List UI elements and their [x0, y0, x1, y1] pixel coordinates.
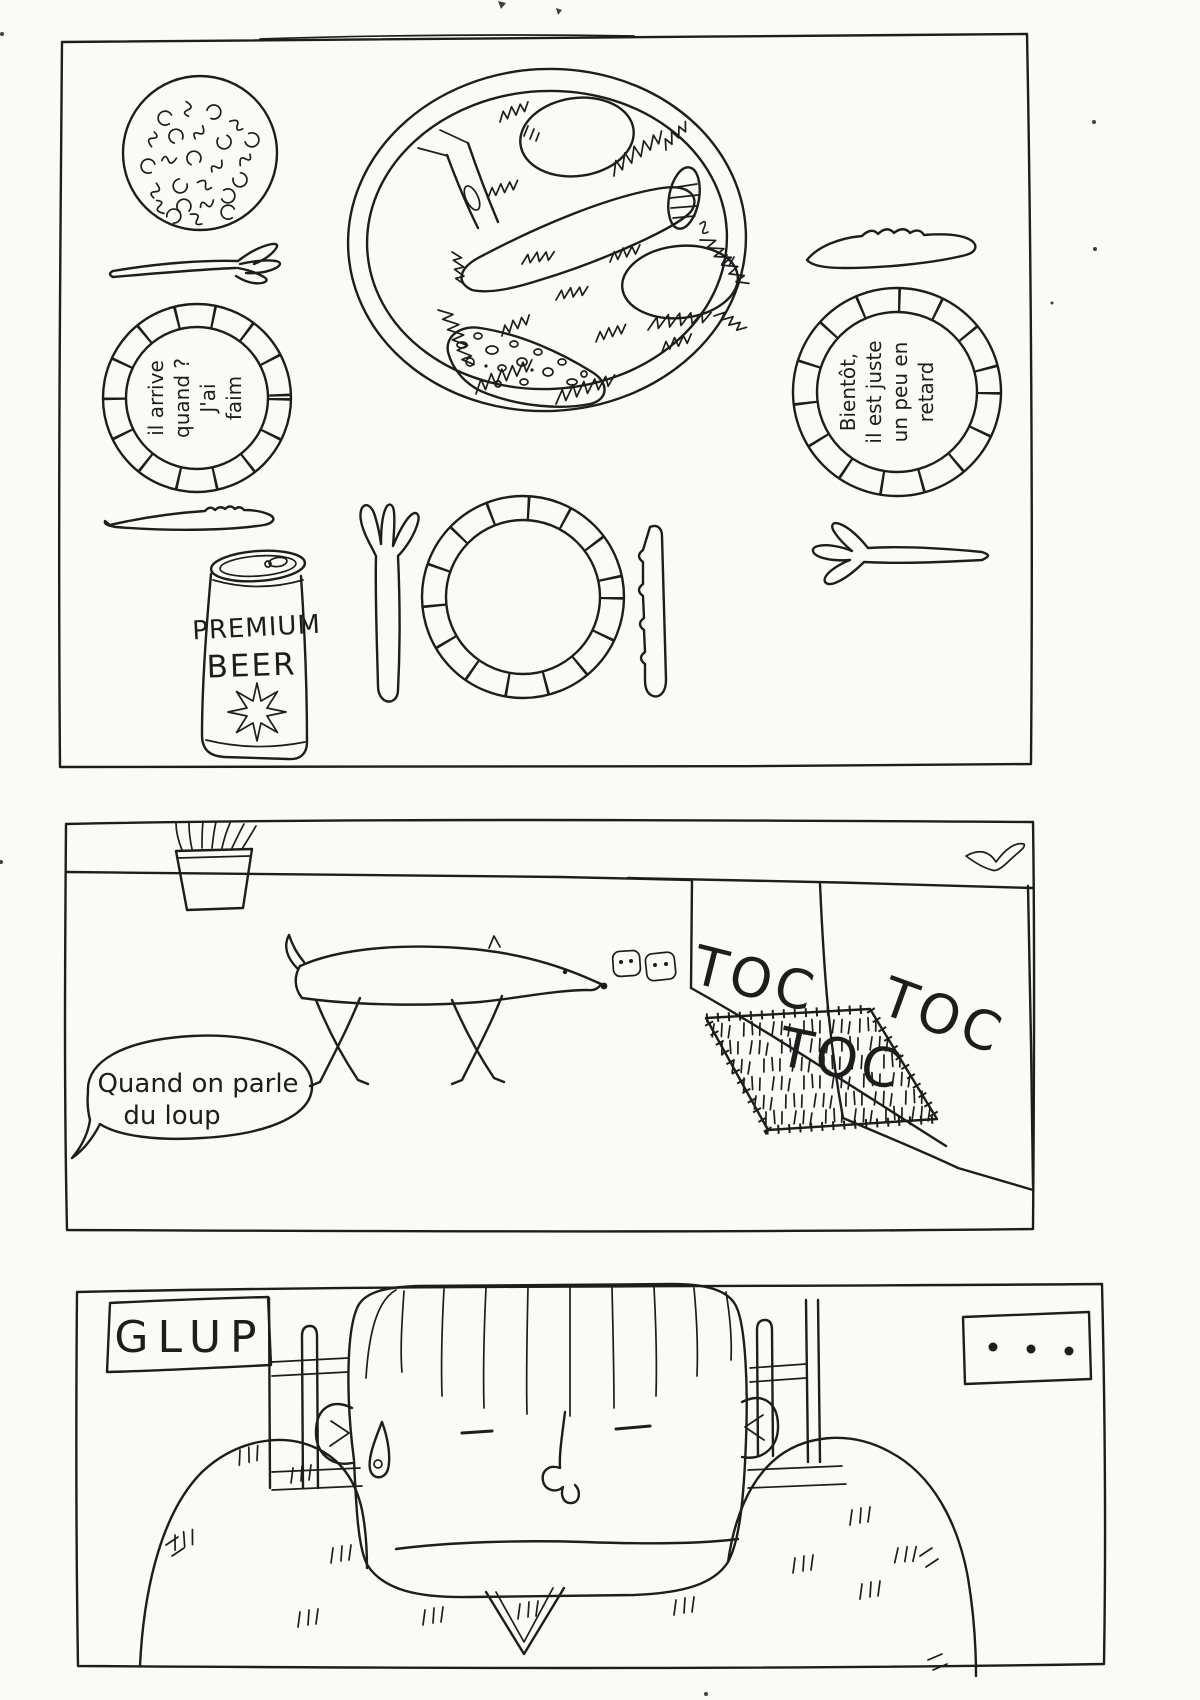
plate-right-writing: Bientôt, il est juste un peu en retard	[836, 340, 938, 443]
boy-head	[314, 1282, 780, 1599]
knife-top-right	[805, 228, 977, 270]
chair-back-left	[267, 1296, 363, 1491]
glup-text: GLUP	[114, 1312, 265, 1363]
silence-dot	[1026, 1344, 1036, 1354]
check-mark-doodle	[965, 842, 1026, 872]
power-outlet-icon	[611, 949, 642, 978]
silence-dot	[1064, 1346, 1074, 1356]
ear-left	[314, 1402, 354, 1465]
power-outlets	[611, 949, 677, 982]
plate-right-line-3: un peu en	[888, 342, 912, 443]
dog-eye	[562, 969, 568, 975]
sauerkraut-garnish	[437, 100, 750, 405]
beer-label-line-1: PREMIUM	[192, 610, 322, 647]
plate-right-line-2: il est juste	[862, 340, 886, 443]
hairy-shoulder-left	[138, 1438, 444, 1668]
beer-label-line-2: BEER	[206, 646, 297, 685]
silence-dot	[988, 1342, 998, 1352]
fork-top-left	[108, 242, 282, 285]
plate-left-line-4: faim	[222, 376, 246, 420]
speech-line-2: du loup	[123, 1101, 220, 1131]
can-opening	[264, 556, 288, 568]
pasta-bowl	[121, 74, 279, 232]
plate-right-line-4: retard	[914, 362, 938, 423]
speech-line-1: Quand on parle	[97, 1069, 298, 1099]
knife-left	[103, 505, 275, 531]
doormat	[698, 1004, 945, 1135]
fork-right	[811, 521, 990, 586]
fork-center	[359, 503, 420, 703]
panel-2-border	[63, 818, 1036, 1233]
panel-1-border	[57, 32, 1033, 769]
nose	[541, 1410, 580, 1505]
room-walls	[64, 870, 1035, 1148]
plate-left: il arrive quand ? J'ai faim	[101, 302, 293, 494]
ear-right	[740, 1396, 780, 1459]
sausage	[460, 186, 709, 293]
sweat-drop	[368, 1420, 391, 1479]
v-neck-collar	[484, 1586, 566, 1656]
plate-right: Bientôt, il est juste un peu en retard	[791, 286, 1003, 498]
panel-2-room: TOC TOC TOC Quand on parle du loup	[63, 818, 1036, 1233]
mouth	[394, 1537, 740, 1551]
panel-3-closeup: GLUP	[75, 1282, 1107, 1678]
glup-sign: GLUP	[105, 1295, 273, 1374]
chair-back-right	[747, 1298, 847, 1489]
knock-toc-1: TOC	[686, 933, 824, 1025]
hairy-shoulder-right	[517, 1436, 978, 1678]
bacon-strip	[417, 129, 500, 230]
plate-center	[420, 494, 626, 700]
salami	[446, 326, 606, 408]
silence-box	[961, 1310, 1093, 1386]
food-platter	[346, 67, 750, 413]
egg	[519, 96, 635, 178]
power-outlet-icon	[644, 951, 677, 982]
plate-left-line-1: il arrive	[144, 360, 168, 436]
wolf-dog	[285, 933, 608, 1088]
plant-pot	[174, 821, 257, 912]
star-logo	[227, 682, 287, 742]
plate-left-line-3: J'ai	[196, 383, 220, 414]
beer-can: PREMIUM BEER	[192, 549, 322, 761]
closed-eye-right	[614, 1424, 652, 1431]
closed-eye-left	[460, 1429, 494, 1435]
scan-specks	[0, 1, 1097, 1696]
panel-1-table: il arrive quand ? J'ai faim PREMIUM BEER	[57, 32, 1033, 769]
gherkin	[667, 166, 701, 230]
plate-right-line-1: Bientôt,	[836, 353, 860, 432]
panel-3-border	[75, 1282, 1107, 1670]
knife-center	[637, 524, 668, 698]
hair-lines	[365, 1286, 733, 1417]
plate-left-writing: il arrive quand ? J'ai faim	[144, 358, 246, 438]
plate-left-line-2: quand ?	[170, 358, 194, 438]
speech-bubble: Quand on parle du loup	[70, 1034, 314, 1160]
dog-nose	[600, 982, 608, 990]
